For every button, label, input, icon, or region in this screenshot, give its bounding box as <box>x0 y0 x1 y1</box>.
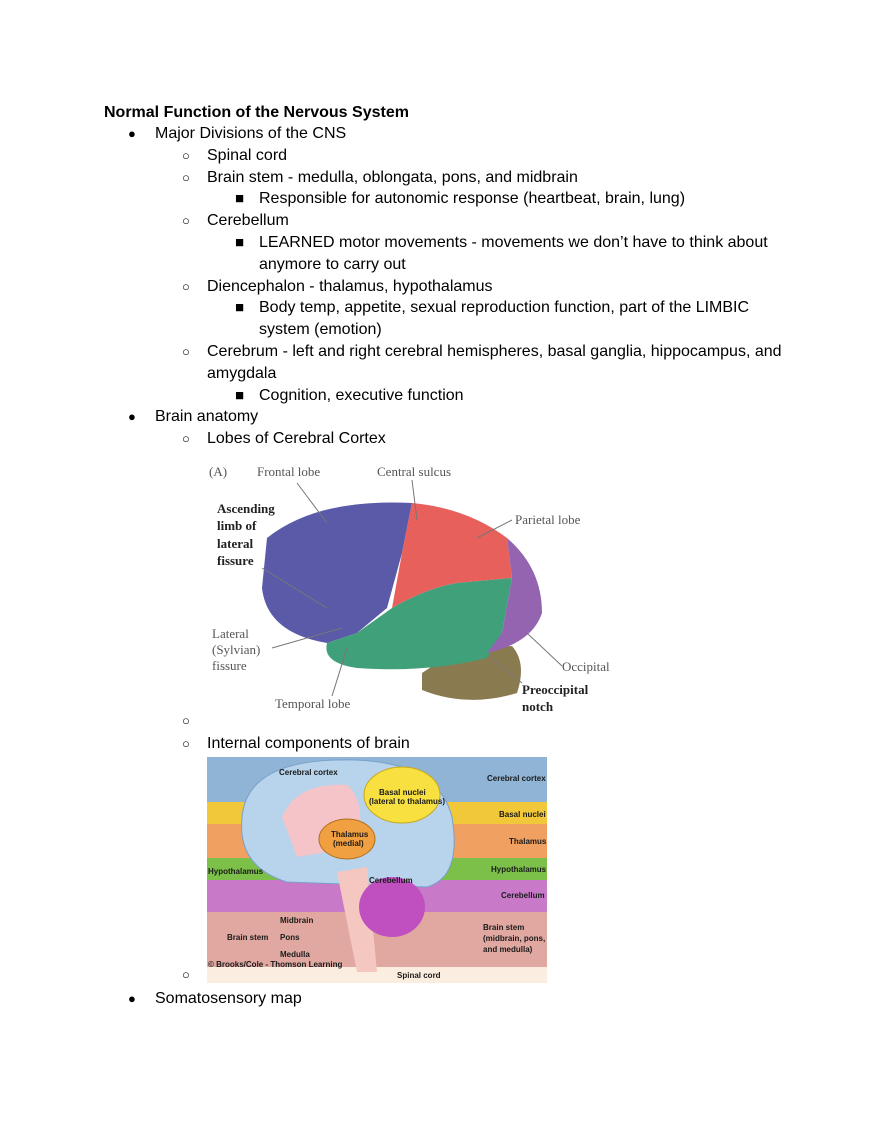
cerebellum-label: Cerebellum <box>369 876 413 885</box>
thalamus-label: (medial) <box>333 839 364 848</box>
temporal-lobe-shape <box>326 578 512 670</box>
somatosensory-label: Somatosensory map <box>155 990 302 1007</box>
lateral-label: Lateral <box>212 626 249 641</box>
bullet-icon: ● <box>128 991 136 1006</box>
hollow-bullet-icon: ○ <box>182 431 190 447</box>
medulla-label: Medulla <box>280 950 310 959</box>
ascending-label: limb of <box>217 518 257 533</box>
thalamus-label: Thalamus <box>331 830 369 839</box>
hollow-bullet-icon: ○ <box>182 736 190 751</box>
legend-label: Basal nuclei <box>499 810 546 819</box>
hollow-bullet-icon: ○ <box>182 278 190 294</box>
hollow-bullet-icon: ○ <box>182 713 190 728</box>
hollow-bullet-icon: ○ <box>182 344 190 359</box>
list-item: system (emotion) <box>259 321 382 339</box>
hollow-bullet-icon: ○ <box>182 213 190 229</box>
legend-label: Thalamus <box>509 837 547 846</box>
lateral-label: fissure <box>212 658 247 673</box>
list-item: anymore to carry out <box>259 255 406 273</box>
list-item: Major Divisions of the CNS <box>155 125 347 142</box>
basal-label: Basal nuclei <box>379 788 426 797</box>
legend-label: Cerebellum <box>501 891 545 900</box>
legend-label: and medulla) <box>483 945 533 954</box>
list-item: Brain stem - medulla, oblongata, pons, a… <box>207 168 578 186</box>
hollow-bullet-icon: ○ <box>182 967 190 982</box>
pons-label: Pons <box>280 933 300 942</box>
lateral-label: (Sylvian) <box>212 642 260 657</box>
cerebellum-shape <box>359 877 425 937</box>
ascending-label: lateral <box>217 536 253 551</box>
legend-label: Brain stem <box>483 923 524 932</box>
spinal-cord-label: Spinal cord <box>397 971 441 980</box>
preoccipital-label: Preoccipital <box>522 682 589 697</box>
list-item: Spinal cord <box>207 146 288 164</box>
frontal-label: Frontal lobe <box>257 464 320 479</box>
square-bullet-icon: ■ <box>235 299 245 317</box>
basal-nuclei-shape <box>363 766 441 824</box>
temporal-label: Temporal lobe <box>275 696 350 711</box>
bullet-icon: ● <box>128 126 136 141</box>
cortex-label: Cerebral cortex <box>279 768 338 777</box>
credit-label: © Brooks/Cole - Thomson Learning <box>208 960 342 969</box>
occipital-lobe-shape <box>487 538 542 653</box>
list-item: Cognition, executive function <box>259 386 464 404</box>
list-item: Body temp, appetite, sexual reproduction… <box>259 299 750 317</box>
heading: Normal Function of the Nervous System <box>104 104 409 121</box>
bullet-icon: ● <box>128 409 136 425</box>
ascending-label: fissure <box>217 553 254 568</box>
list-item: Cerebrum - left and right cerebral hemis… <box>207 343 782 360</box>
panel-label: (A) <box>209 464 227 479</box>
list-item: Responsible for autonomic response (hear… <box>259 190 686 208</box>
square-bullet-icon: ■ <box>235 386 245 404</box>
internal-components-label: Internal components of brain <box>207 735 410 752</box>
square-bullet-icon: ■ <box>235 234 245 251</box>
occipital-label: Occipital <box>562 659 610 674</box>
parietal-label: Parietal lobe <box>515 512 581 527</box>
internal-figure: Cerebral cortex Basal nuclei (lateral to… <box>207 757 547 983</box>
parietal-lobe-shape <box>392 503 512 608</box>
brainstem-label: Brain stem <box>227 933 268 942</box>
lobes-figure: (A) Frontal lobe Central sulcus Parietal… <box>207 458 618 718</box>
central-label: Central sulcus <box>377 464 451 479</box>
legend-label: Cerebral cortex <box>487 774 546 783</box>
hollow-bullet-icon: ○ <box>182 169 190 185</box>
hypothalamus-label: Hypothalamus <box>208 867 264 876</box>
preoccipital-label: notch <box>522 699 554 714</box>
list-item: amygdala <box>207 364 277 382</box>
legend-label: Hypothalamus <box>491 865 547 874</box>
square-bullet-icon: ■ <box>235 190 245 208</box>
frontal-lobe-shape <box>262 502 412 643</box>
midbrain-label: Midbrain <box>280 916 313 925</box>
list-item: Cerebellum <box>207 212 289 230</box>
thalamus-shape <box>318 818 376 860</box>
list-item: Lobes of Cerebral Cortex <box>207 430 386 448</box>
ascending-label: Ascending <box>217 501 275 516</box>
legend-label: (midbrain, pons, <box>483 934 545 943</box>
list-item: Diencephalon - thalamus, hypothalamus <box>207 277 493 295</box>
list-item: Brain anatomy <box>155 408 259 426</box>
list-item: LEARNED motor movements - movements we d… <box>259 234 768 251</box>
hollow-bullet-icon: ○ <box>182 147 190 163</box>
basal-label: (lateral to thalamus) <box>369 797 445 806</box>
